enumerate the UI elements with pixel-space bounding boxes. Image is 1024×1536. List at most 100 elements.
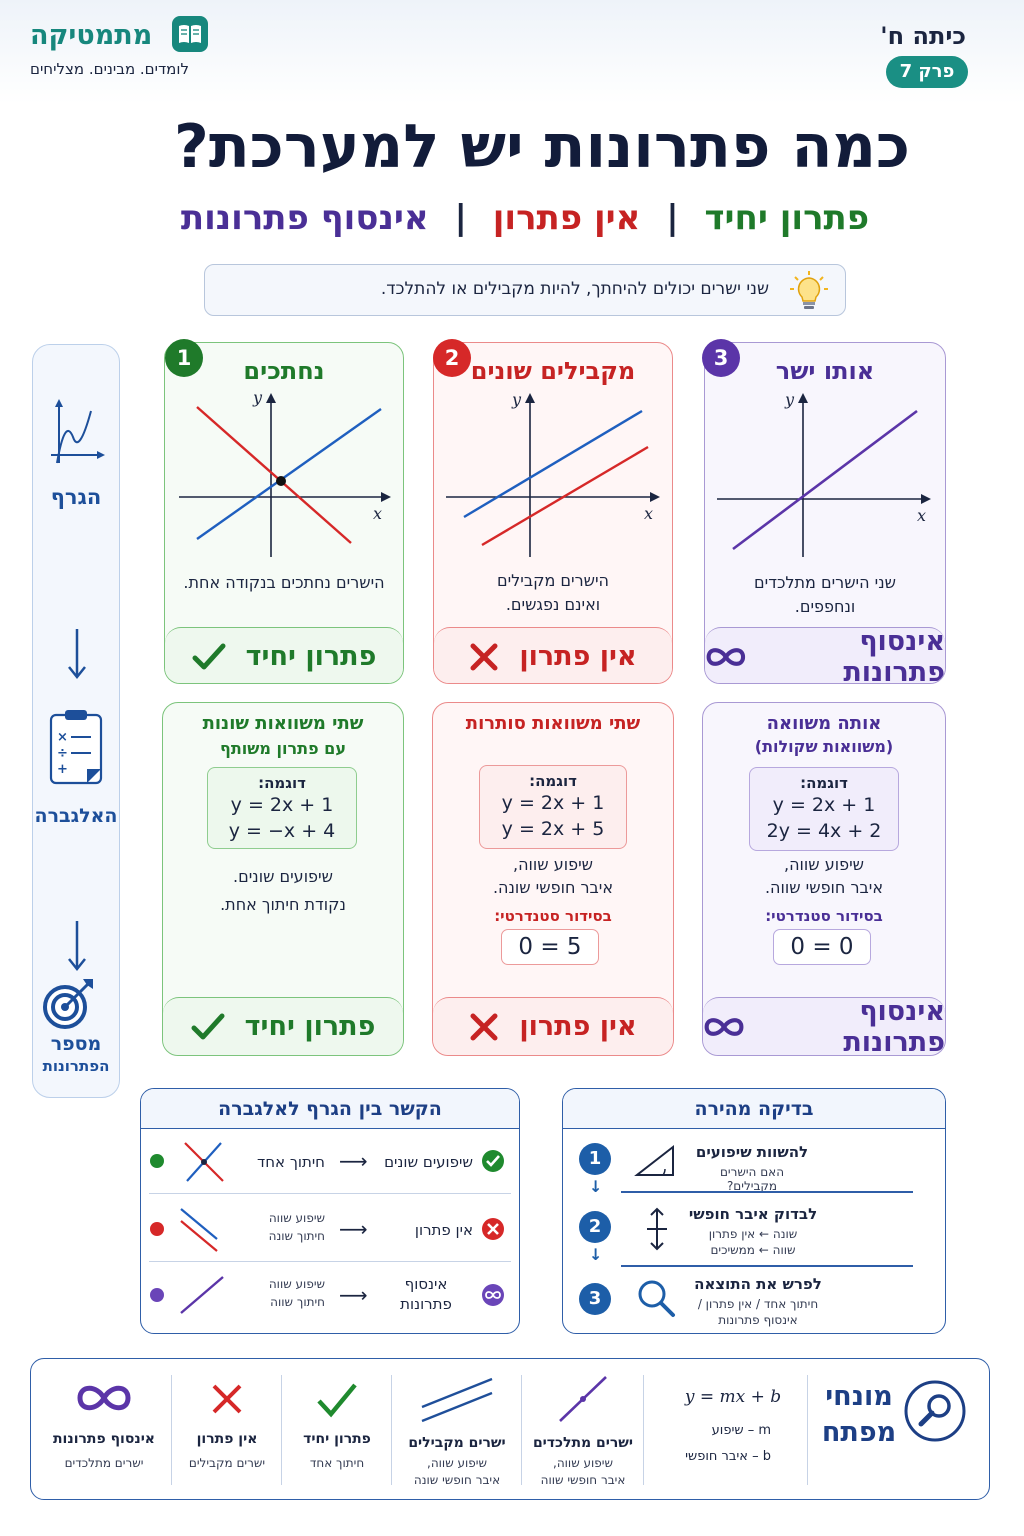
- equation-1: y = 2x + 1: [772, 794, 876, 816]
- step-number: 3: [579, 1283, 611, 1315]
- grade-label: כיתה ח': [880, 22, 966, 50]
- algebra-title: שתי משוואות סותרות: [465, 713, 641, 734]
- row-result: שיפוע שווה: [268, 1277, 325, 1291]
- verdict-text: פתרון יחיד: [244, 1011, 376, 1042]
- intercept-definition: b – איבר חופשי: [685, 1449, 771, 1464]
- axis-y-label: y: [252, 388, 263, 407]
- page-subtitle: פתרון יחיד | אין פתרון | אינסוף פתרונות: [0, 198, 1024, 238]
- step-number: 1: [579, 1143, 611, 1175]
- parallel-lines-icon: [421, 1377, 493, 1423]
- legend-sub: שיפוע שווה,: [427, 1456, 487, 1470]
- legend-sub-2: איבר חופשי שונה: [413, 1473, 501, 1487]
- verdict-text: אין פתרון: [519, 641, 637, 672]
- example-label: דוגמה:: [258, 774, 306, 792]
- axis-y-label: y: [511, 390, 522, 409]
- legend-title-main-2: מפתח: [821, 1417, 897, 1448]
- badge-2: 2: [433, 339, 471, 377]
- legend-sub: חיתוך אחד: [309, 1456, 365, 1470]
- card-title: אותו ישר: [775, 357, 875, 385]
- legend-title: פתרון יחיד: [303, 1431, 371, 1447]
- step-line: שווה ← ממשיכים: [710, 1243, 796, 1257]
- verdict-infinite: אינסוף פתרונות: [705, 625, 945, 684]
- equation-2: y = −x + 4: [228, 820, 336, 842]
- algebra-title-2: (משוואות שקולות): [754, 737, 894, 756]
- brand-name: מתמטיקה: [30, 20, 153, 51]
- legend-title: אינסוף פתרונות: [52, 1431, 156, 1447]
- same-line-icon: [180, 1276, 224, 1314]
- subtitle-none: אין פתרון: [492, 198, 641, 238]
- purple-dot-icon: [150, 1288, 164, 1302]
- verdict-unique: פתרון יחיד: [165, 627, 403, 683]
- row-result: שיפוע שווה: [268, 1211, 325, 1225]
- subtitle-infinite: אינסוף פתרונות: [180, 198, 429, 238]
- graph-same-line: y x: [717, 390, 931, 557]
- svg-text:+: +: [57, 762, 68, 777]
- target-icon: [41, 975, 97, 1035]
- card-title: מקבילים שונים: [470, 357, 636, 385]
- x-icon: [470, 1013, 498, 1040]
- check-circle-icon: [482, 1150, 504, 1172]
- key-terms-legend: אינסוף פתרונות ישרים מתלכדים אין פתרון י…: [30, 1358, 990, 1500]
- verdict-text: אינסוף פתרונות: [843, 995, 945, 1056]
- rail-count-label: מספר: [50, 1033, 102, 1055]
- graph-intersecting: y x: [179, 388, 391, 557]
- arrow-right-icon: ⟶: [339, 1217, 368, 1241]
- quick-check-title: בדיקה מהירה: [563, 1089, 945, 1129]
- x-circle-icon: [482, 1218, 504, 1240]
- card-same-line: אותו ישר y x שני הישרים מתלכדים ונחפפים.…: [704, 342, 946, 684]
- legend-unique: פתרון יחיד חיתוך אחד: [283, 1359, 391, 1501]
- algebra-desc: שיפוע שווה, איבר חופשי שונה.: [492, 855, 614, 897]
- arrow-right-icon: ⟶: [339, 1283, 368, 1307]
- rail-algebra-label: האלגברה: [34, 805, 118, 827]
- arrow-right-icon: ⟶: [339, 1149, 368, 1173]
- quick-check-panel: בדיקה מהירה 1 ↓ להשוות שיפועים האם הישרי…: [562, 1088, 946, 1334]
- example-label: דוגמה:: [529, 772, 577, 790]
- row-condition-2: פתרונות: [400, 1295, 452, 1313]
- infinity-icon: [706, 647, 746, 666]
- intersection-point: [276, 476, 286, 486]
- step-number: 2: [579, 1211, 611, 1243]
- check-icon: [192, 643, 226, 669]
- equation-2: y = 2x + 5: [501, 818, 605, 840]
- page-title: כמה פתרונות יש למערכת?: [174, 112, 910, 182]
- red-dot-icon: [150, 1222, 164, 1236]
- algebra-desc: שיפוע שווה, איבר חופשי שווה.: [764, 855, 884, 897]
- lightbulb-icon: [787, 269, 831, 317]
- infinity-icon: [77, 1385, 131, 1411]
- card-parallel: מקבילים שונים y x הישרים מקבילים ואינם נ…: [433, 342, 673, 684]
- line-blue: [463, 409, 643, 519]
- check-icon: [317, 1383, 357, 1418]
- subtitle-sep: |: [454, 198, 467, 238]
- infinity-circle-icon: [482, 1284, 504, 1306]
- row-result-2: חיתוך שונה: [268, 1229, 325, 1243]
- check-icon: [191, 1013, 225, 1039]
- algebra-card-infinite: אותה משוואה (משוואות שקולות) דוגמה: y = …: [702, 702, 946, 1056]
- standard-form-result: 0 = 0: [773, 929, 871, 965]
- step-title: לפרש את התוצאה: [694, 1275, 822, 1293]
- verdict-text: אינסוף פתרונות: [843, 625, 945, 684]
- arrow-down-icon: [65, 919, 89, 977]
- process-rail: הגרף × ÷ + האלגברה מספר הפתרונות: [32, 344, 120, 1098]
- legend-coincident-lines: ישרים מתלכדים שיפוע שווה, איבר חופשי שוו…: [523, 1359, 643, 1501]
- legend-sub-2: איבר חופשי שווה: [540, 1473, 626, 1487]
- legend-sub: ישרים מתלכדים: [64, 1456, 144, 1470]
- graph-icon: [47, 397, 107, 473]
- vertical-arrows-icon: [647, 1207, 667, 1251]
- algebra-title: אותה משוואה: [766, 713, 882, 734]
- line-purple: [732, 409, 918, 551]
- step-title: לבדוק איבר חופשי: [688, 1205, 818, 1223]
- x-icon: [212, 1384, 242, 1414]
- badge-3: 3: [702, 339, 740, 377]
- arrow-down-icon: ↓: [589, 1177, 603, 1196]
- verdict-none: אין פתרון: [434, 627, 672, 683]
- verdict-infinite: אינסוף פתרונות: [703, 995, 945, 1056]
- link-panel-title: הקשר בין הגרף לאלגברה: [141, 1089, 519, 1129]
- legend-title: ישרים מקבילים: [408, 1435, 506, 1451]
- magnifier-icon: [638, 1280, 675, 1317]
- line-red: [196, 406, 352, 544]
- algebra-card-none: שתי משוואות סותרות דוגמה: y = 2x + 1 y =…: [432, 702, 674, 1056]
- slope-formula: y = mx + b: [684, 1387, 782, 1407]
- rail-count-label-2: הפתרונות: [42, 1057, 110, 1075]
- algebra-card-unique: שתי משוואות שונות עם פתרון משותף דוגמה: …: [162, 702, 404, 1056]
- legend-parallel-lines: ישרים מקבילים שיפוע שווה, איבר חופשי שונ…: [393, 1359, 521, 1501]
